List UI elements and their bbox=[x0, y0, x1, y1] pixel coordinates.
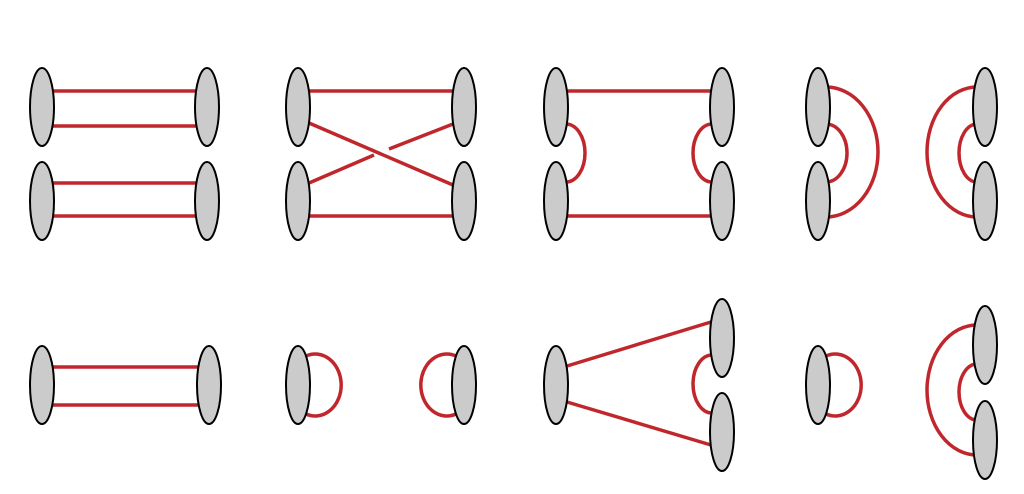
connection bbox=[565, 89, 713, 218]
connection bbox=[825, 85, 880, 219]
connection bbox=[825, 352, 863, 418]
connection bbox=[925, 323, 978, 457]
node-ellipse bbox=[972, 305, 998, 385]
node-ellipse bbox=[29, 345, 55, 425]
panel-top-1 bbox=[29, 67, 220, 241]
panel-bottom-3 bbox=[543, 298, 735, 472]
panel-top-2 bbox=[285, 67, 477, 241]
node-ellipse bbox=[451, 161, 477, 241]
panel-bottom-4 bbox=[805, 345, 863, 425]
node-ellipse bbox=[709, 298, 735, 378]
node-ellipse bbox=[194, 161, 220, 241]
node-ellipse bbox=[805, 161, 831, 241]
node-ellipse bbox=[29, 67, 55, 147]
panel-bottom-2 bbox=[285, 345, 477, 425]
panel-top-3 bbox=[543, 67, 735, 241]
node-ellipse bbox=[285, 67, 311, 147]
panel-bottom-5 bbox=[925, 305, 998, 480]
connection bbox=[566, 320, 713, 447]
node-ellipse bbox=[805, 67, 831, 147]
node-ellipse bbox=[709, 67, 735, 147]
connection bbox=[53, 89, 196, 218]
node-ellipse bbox=[543, 161, 569, 241]
node-ellipse bbox=[543, 345, 569, 425]
node-ellipse bbox=[29, 161, 55, 241]
node-ellipse bbox=[285, 161, 311, 241]
node-ellipse bbox=[194, 67, 220, 147]
node-ellipse bbox=[709, 161, 735, 241]
connection bbox=[53, 365, 198, 407]
node-ellipse bbox=[451, 67, 477, 147]
panel-top-5 bbox=[925, 67, 998, 241]
node-ellipse bbox=[972, 400, 998, 480]
node-ellipse bbox=[451, 345, 477, 425]
panel-bottom-1 bbox=[29, 345, 222, 425]
connection bbox=[308, 89, 454, 218]
node-ellipse bbox=[805, 345, 831, 425]
node-ellipse bbox=[543, 67, 569, 147]
panel-top-4 bbox=[805, 67, 880, 241]
node-ellipse bbox=[709, 392, 735, 472]
node-ellipse bbox=[972, 67, 998, 147]
node-ellipse bbox=[972, 161, 998, 241]
node-ellipse bbox=[285, 345, 311, 425]
node-ellipse bbox=[196, 345, 222, 425]
connection bbox=[925, 85, 978, 219]
connection bbox=[305, 352, 457, 418]
